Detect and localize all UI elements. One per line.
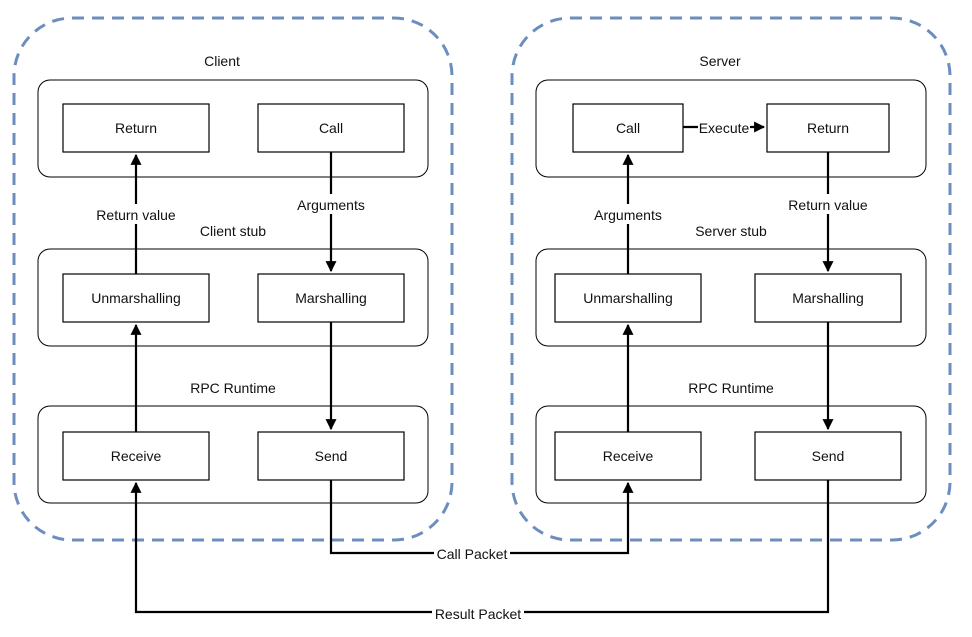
server-return-box[interactable] xyxy=(766,103,890,153)
client-marshalling-label: Marshalling xyxy=(295,290,367,306)
server-call-box[interactable] xyxy=(572,103,684,153)
result-packet-label: Result Packet xyxy=(435,606,521,622)
server-send-label: Send xyxy=(812,448,845,464)
client-arguments-label: Arguments xyxy=(297,197,365,213)
server-return-value-bg xyxy=(780,194,876,214)
client-call-label: Call xyxy=(319,120,343,136)
server-arguments-bg xyxy=(587,204,669,224)
client-receive-box[interactable] xyxy=(62,431,210,481)
client-runtime-title: RPC Runtime xyxy=(190,380,276,396)
server-unmarshalling-box[interactable] xyxy=(554,273,702,323)
server-boundary xyxy=(510,16,952,542)
server-return-value-label: Return value xyxy=(788,197,868,213)
client-receive-label: Receive xyxy=(111,448,162,464)
server-return-label: Return xyxy=(807,120,849,136)
server-marshalling-box[interactable] xyxy=(754,273,902,323)
client-return-value-bg xyxy=(88,204,184,224)
client-return-box[interactable] xyxy=(62,103,210,153)
server-unmarshalling-label: Unmarshalling xyxy=(583,290,672,306)
client-send-box[interactable] xyxy=(257,431,405,481)
server-runtime-title: RPC Runtime xyxy=(688,380,774,396)
call-packet-bg xyxy=(434,545,510,563)
client-send-label: Send xyxy=(315,448,348,464)
server-execute-label: Execute xyxy=(699,120,750,136)
result-packet-bg xyxy=(432,605,524,623)
server-call-label: Call xyxy=(616,120,640,136)
server-receive-label: Receive xyxy=(603,448,654,464)
client-unmarshalling-label: Unmarshalling xyxy=(91,290,180,306)
server-marshalling-label: Marshalling xyxy=(792,290,864,306)
server-send-box[interactable] xyxy=(754,431,902,481)
client-unmarshalling-box[interactable] xyxy=(62,273,210,323)
server-title: Server xyxy=(699,53,741,69)
client-marshalling-box[interactable] xyxy=(257,273,405,323)
client-return-label: Return xyxy=(115,120,157,136)
client-return-value-label: Return value xyxy=(96,207,176,223)
server-arguments-label: Arguments xyxy=(594,207,662,223)
server-stub-title: Server stub xyxy=(695,223,767,239)
call-packet-label: Call Packet xyxy=(437,546,508,562)
client-arguments-bg xyxy=(290,194,372,214)
server-execute-bg xyxy=(698,119,750,137)
client-title: Client xyxy=(204,53,240,69)
client-stub-title: Client stub xyxy=(200,223,266,239)
client-boundary xyxy=(12,16,454,542)
